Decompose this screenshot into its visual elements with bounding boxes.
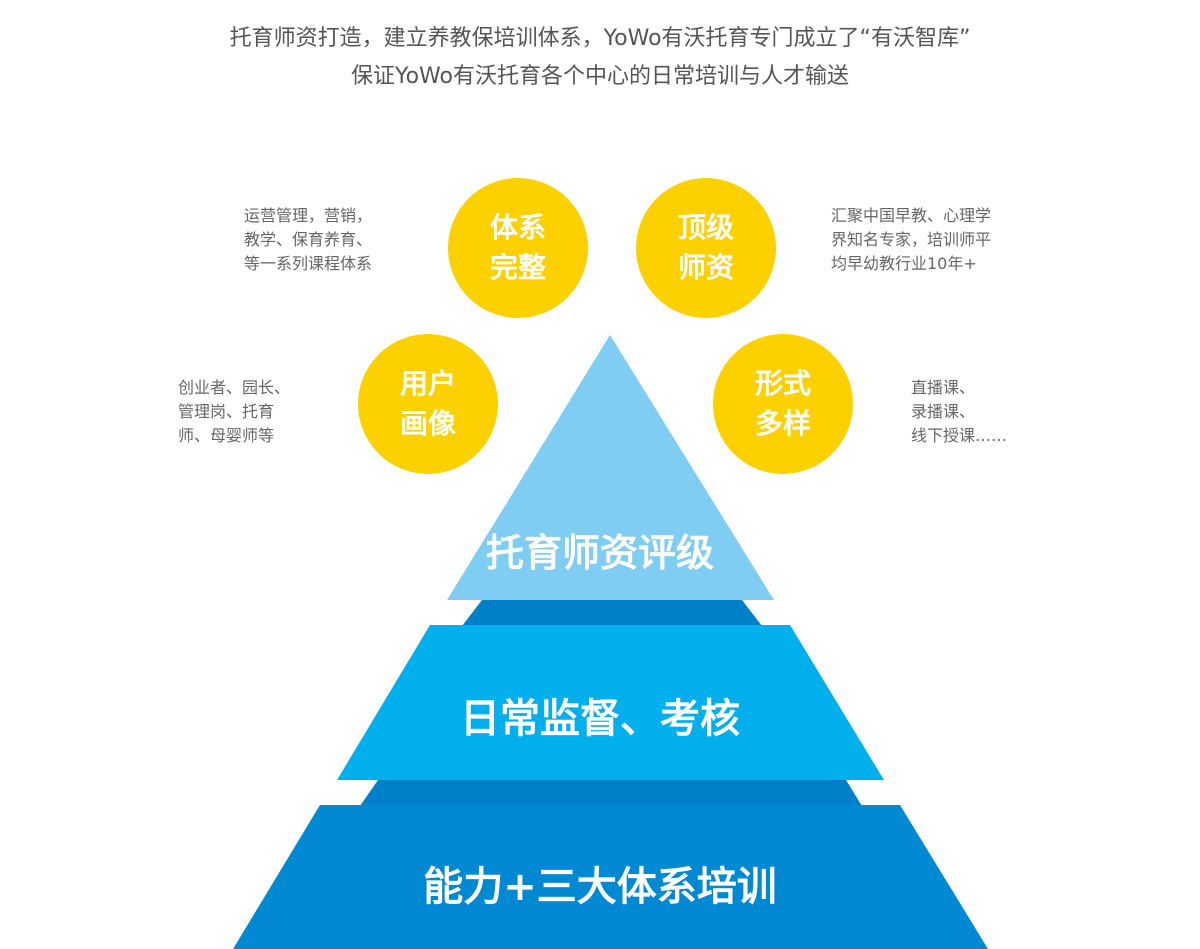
pyramid-band-lower bbox=[360, 780, 862, 806]
circle-system bbox=[448, 178, 588, 318]
circle-users-description: 创业者、园长、 管理岗、托育 师、母婴师等 bbox=[178, 376, 290, 448]
pyramid-bottom-label: 能力+三大体系培训 bbox=[423, 864, 777, 910]
circle-users bbox=[358, 334, 498, 474]
desc-line: 师、母婴师等 bbox=[178, 426, 275, 445]
label-line: 画像 bbox=[399, 407, 456, 440]
pyramid-top-tier bbox=[447, 335, 774, 600]
desc-line: 直播课、 bbox=[911, 378, 976, 397]
circle-faculty bbox=[636, 178, 776, 318]
desc-line: 线下授课…… bbox=[911, 426, 1008, 445]
circle-formats bbox=[713, 334, 853, 474]
pyramid-middle-label: 日常监督、考核 bbox=[460, 696, 740, 742]
label-line: 多样 bbox=[754, 407, 811, 440]
pyramid-middle-tier bbox=[337, 625, 884, 780]
desc-line: 等一系列课程体系 bbox=[244, 254, 373, 273]
pyramid-top-label: 托育师资评级 bbox=[485, 531, 714, 575]
circle-system-description: 运营管理，营销， 教学、保育养育、 等一系列课程体系 bbox=[244, 204, 372, 276]
circle-faculty-description: 汇聚中国早教、心理学 界知名专家，培训师平 均早幼教行业10年+ bbox=[831, 204, 991, 276]
label-line: 顶级 bbox=[677, 211, 734, 244]
label-line: 完整 bbox=[489, 251, 546, 284]
circle-faculty-label: 顶级 师资 bbox=[636, 208, 776, 288]
circle-users-label: 用户 画像 bbox=[358, 364, 498, 444]
desc-line: 录播课、 bbox=[911, 402, 976, 421]
desc-line: 均早幼教行业10年+ bbox=[831, 254, 977, 273]
label-line: 用户 bbox=[399, 367, 456, 400]
intro-line-2: 保证YoWo有沃托育各个中心的日常培训与人才输送 bbox=[351, 64, 849, 89]
desc-line: 教学、保育养育、 bbox=[244, 230, 373, 249]
desc-line: 管理岗、托育 bbox=[178, 402, 275, 421]
label-line: 师资 bbox=[677, 251, 734, 284]
pyramid-band-upper bbox=[462, 600, 762, 626]
desc-line: 运营管理，营销， bbox=[244, 206, 373, 225]
circle-formats-description: 直播课、 录播课、 线下授课…… bbox=[911, 376, 1007, 448]
desc-line: 创业者、园长、 bbox=[178, 378, 291, 397]
circle-system-label: 体系 完整 bbox=[448, 208, 588, 288]
label-line: 形式 bbox=[754, 367, 811, 400]
circle-formats-label: 形式 多样 bbox=[713, 364, 853, 444]
desc-line: 汇聚中国早教、心理学 bbox=[831, 206, 992, 225]
desc-line: 界知名专家，培训师平 bbox=[831, 230, 992, 249]
label-line: 体系 bbox=[489, 211, 546, 244]
pyramid-bottom-tier bbox=[233, 805, 988, 949]
intro-line-1: 托育师资打造，建立养教保培训体系，YoWo有沃托育专门成立了“有沃智库” bbox=[229, 26, 971, 51]
